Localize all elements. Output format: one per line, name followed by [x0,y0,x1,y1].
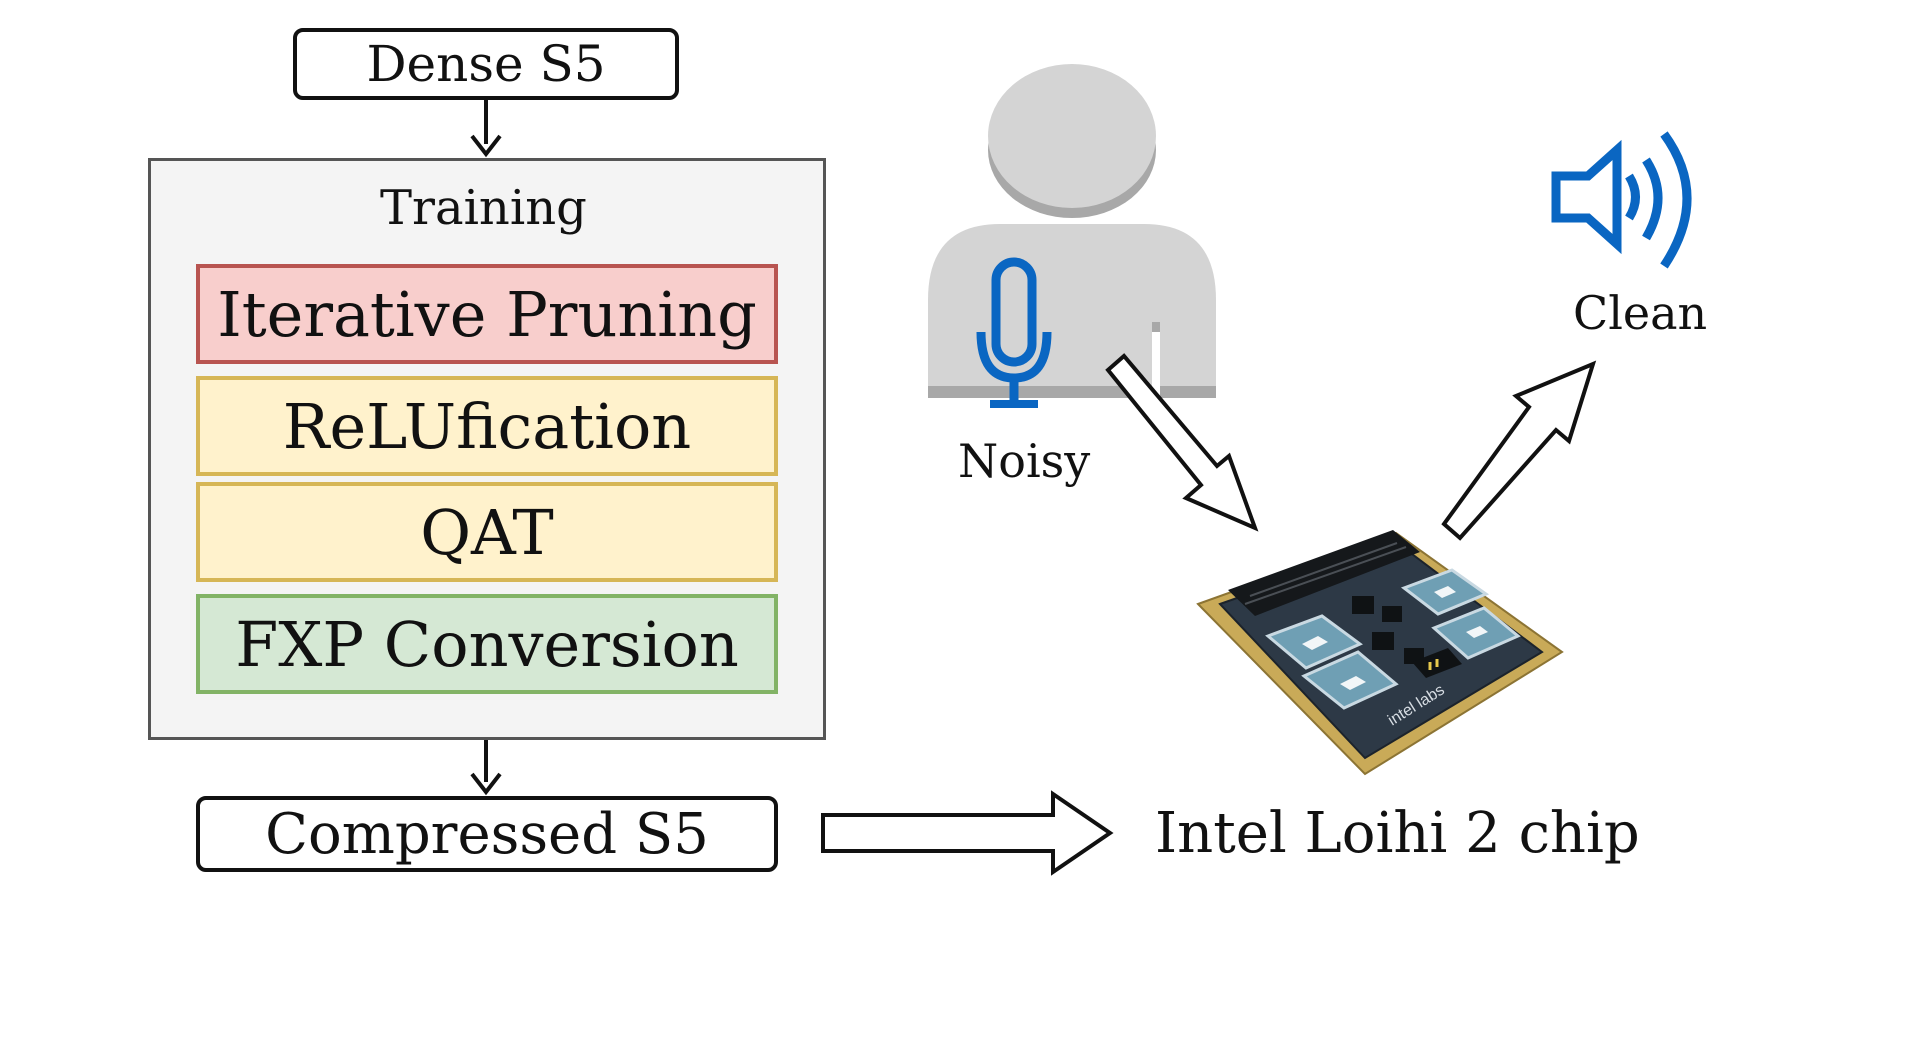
clean-label: Clean [1573,286,1708,340]
microphone-icon [976,257,1052,408]
speaker-icon [1551,131,1692,269]
training-title: Training [380,180,587,236]
chip-image: intel labs [1196,530,1564,776]
stage-qat: QAT [196,482,778,582]
stage-label: QAT [420,495,554,569]
compressed-s5-label: Compressed S5 [265,801,709,867]
dense-s5-label: Dense S5 [366,35,606,93]
stage-relufication: ReLUfication [196,376,778,476]
arrow-training-to-compressed [470,740,502,796]
stage-label: Iterative Pruning [217,277,757,351]
arrow-dense-to-training [470,100,502,158]
person-icon [928,64,1216,398]
compressed-s5-box: Compressed S5 [196,796,778,872]
noisy-label: Noisy [958,434,1091,488]
stage-fxp-conversion: FXP Conversion [196,594,778,694]
dense-s5-box: Dense S5 [293,28,679,100]
stage-iterative-pruning: Iterative Pruning [196,264,778,364]
stage-label: ReLUfication [282,389,692,463]
arrow-chip-to-clean [1441,360,1597,541]
chip-label: Intel Loihi 2 chip [1155,801,1640,866]
stage-label: FXP Conversion [235,607,739,681]
arrow-noisy-to-chip [1105,353,1259,532]
arrow-compressed-to-chip [821,790,1114,876]
